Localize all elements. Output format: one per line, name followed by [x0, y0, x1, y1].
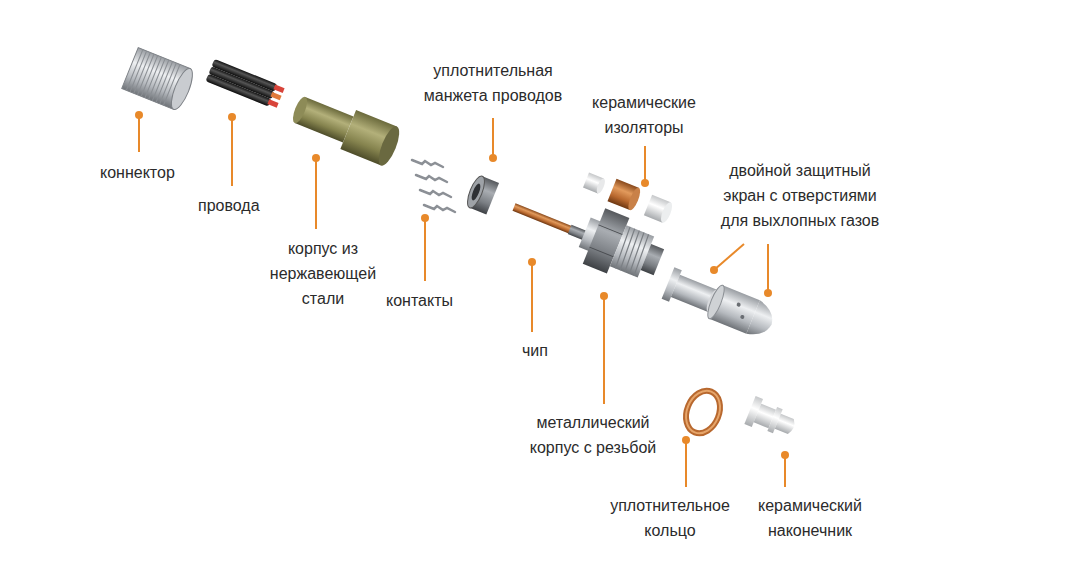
leader-line: [644, 146, 646, 183]
leader-line: [714, 244, 744, 270]
leader-line: [685, 440, 687, 487]
outer-shield-part: [705, 283, 779, 341]
leader-dot: [228, 113, 236, 121]
sealing-ring-highlight: [680, 386, 726, 439]
label-box: чип: [510, 338, 560, 363]
connector-end: [167, 66, 196, 112]
housing-cap: [290, 95, 310, 125]
leader-line: [315, 158, 317, 229]
leader-line: [231, 117, 233, 186]
sealing-ring: [680, 386, 726, 439]
contacts-part: [412, 160, 455, 212]
leader-dot: [764, 289, 772, 297]
leader-line: [531, 262, 533, 332]
part-label: керамический наконечник: [750, 493, 870, 543]
shield-mouth: [705, 283, 728, 320]
leader-dot: [489, 154, 497, 162]
wires-part: [206, 59, 285, 110]
wire-tip: [273, 85, 284, 93]
part-label: двойной защитный экран с отверстиями для…: [710, 158, 890, 233]
body-neck: [641, 244, 664, 275]
label-box: корпус из нержавеющей стали: [263, 236, 383, 311]
shield-dome: [746, 300, 778, 341]
label-box: керамические изоляторы: [583, 90, 705, 140]
part-label: контакты: [386, 288, 486, 313]
leader-line: [784, 455, 786, 487]
insulator-end: [595, 177, 607, 194]
contact-pin: [420, 190, 451, 197]
leader-line: [138, 115, 140, 152]
seal-cuff-part: [464, 174, 499, 215]
insulator-end: [626, 186, 642, 211]
label-box: двойной защитный экран с отверстиями для…: [710, 158, 890, 233]
gas-hole: [736, 302, 741, 307]
label-box: контакты: [386, 288, 486, 313]
steel-housing-part: [287, 89, 403, 168]
leader-dot: [528, 258, 536, 266]
contact-pin: [424, 205, 455, 212]
leader-dot: [135, 111, 143, 119]
leader-line: [603, 296, 605, 404]
leader-dot: [421, 214, 429, 222]
connector-part: [122, 48, 197, 112]
tip-end: [775, 414, 797, 435]
label-box: уплотнительная манжета проводов: [418, 58, 568, 108]
part-label: металлический корпус с резьбой: [516, 410, 670, 460]
leader-dot: [600, 292, 608, 300]
label-box: уплотнительное кольцо: [603, 493, 737, 543]
leader-line: [767, 244, 769, 293]
leader-dot: [781, 451, 789, 459]
gas-hole: [740, 314, 745, 319]
leader-lines: [139, 115, 785, 487]
chip-part: [512, 202, 592, 242]
part-label: керамические изоляторы: [583, 90, 705, 140]
label-box: коннектор: [100, 160, 210, 185]
insulator-part: [644, 195, 674, 224]
leader-line: [492, 118, 494, 158]
housing-end: [375, 124, 404, 168]
insulator-part: [583, 173, 607, 195]
leader-dot: [710, 266, 718, 274]
label-box: металлический корпус с резьбой: [516, 410, 670, 460]
contact-pin: [412, 160, 443, 167]
leader-line: [424, 218, 426, 281]
leader-dot: [682, 436, 690, 444]
part-label: корпус из нержавеющей стали: [263, 236, 383, 311]
part-label: уплотнительная манжета проводов: [418, 58, 568, 108]
cuff-face: [464, 174, 488, 210]
contact-pin: [416, 175, 447, 182]
part-label: провода: [198, 193, 298, 218]
leader-dot: [641, 179, 649, 187]
wire-tip: [270, 92, 281, 100]
cuff-hole: [470, 183, 482, 202]
insulator-end: [659, 201, 675, 224]
ceramic-tip-part: [744, 396, 799, 441]
wire: [206, 74, 272, 107]
threaded-body-part: [573, 204, 670, 290]
leader-dot: [312, 154, 320, 162]
label-box: керамический наконечник: [750, 493, 870, 543]
insulator-part: [608, 179, 643, 212]
part-label: чип: [510, 338, 560, 363]
part-label: коннектор: [100, 160, 210, 185]
wire-tip: [267, 99, 278, 107]
leader-dots: [135, 111, 789, 459]
label-box: провода: [198, 193, 298, 218]
chip-body: [513, 203, 573, 234]
part-label: уплотнительное кольцо: [603, 493, 737, 543]
